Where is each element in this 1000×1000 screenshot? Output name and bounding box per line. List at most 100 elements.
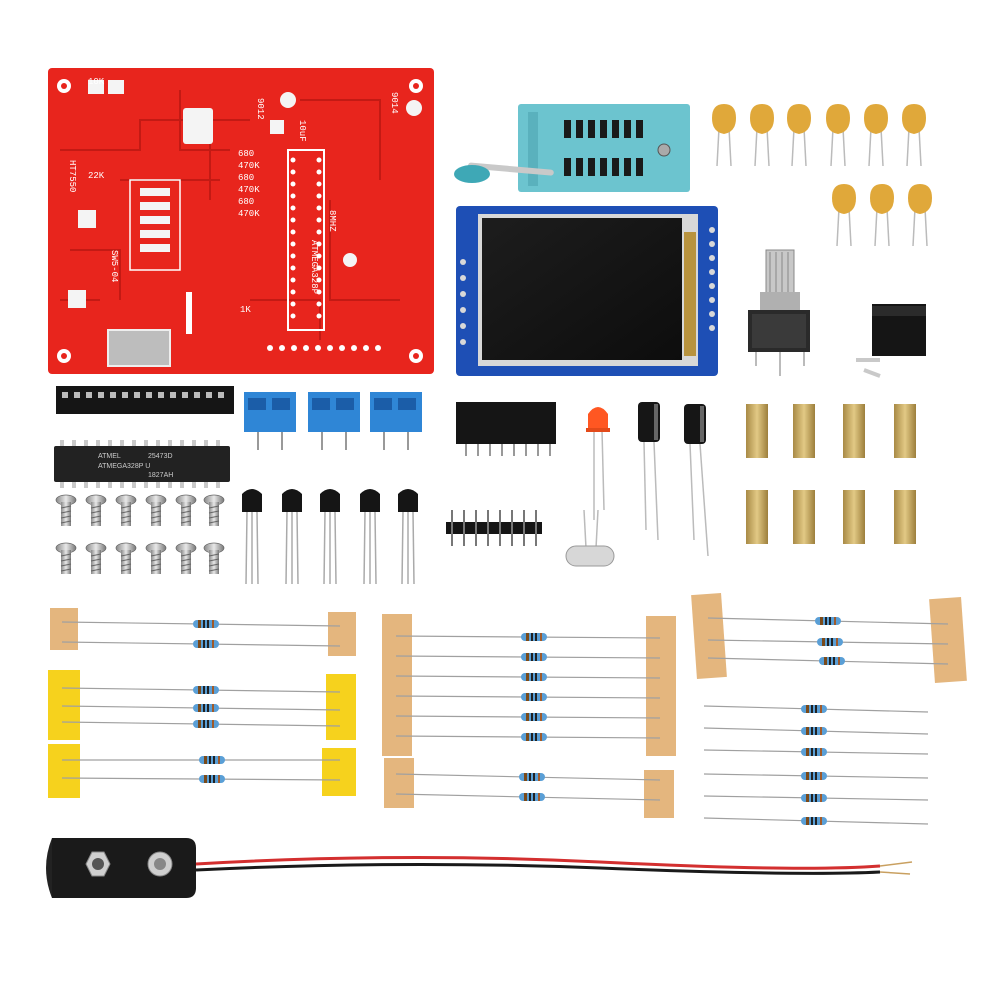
resistor-icon (519, 773, 545, 781)
screws (55, 494, 225, 575)
screw-icon (145, 542, 167, 575)
screw-icon (145, 494, 167, 527)
resistor-icon (521, 733, 547, 741)
battery-clip-icon (46, 838, 913, 898)
resistor-strip-right (691, 593, 967, 825)
pcb-res-label: 470K (238, 185, 260, 195)
standoff-icon (793, 490, 815, 544)
resistor-icon (815, 617, 841, 625)
standoff-icon (843, 490, 865, 544)
screw-icon (85, 494, 107, 527)
electrolytic-capacitors (638, 402, 709, 557)
standoff-icon (793, 404, 815, 458)
resistor-icon (193, 620, 219, 628)
screw-icon (203, 494, 225, 527)
screw-icon (55, 542, 77, 575)
resistor-icon (801, 727, 827, 735)
pcb-board: ATMEGA328P SW5-04 680 470K 680 470K 680 … (48, 68, 434, 374)
resistor-icon (199, 756, 225, 764)
capacitor-icon (864, 104, 888, 167)
pcb-10uf-label: 10uF (297, 120, 307, 142)
screw-icon (175, 542, 197, 575)
female-header (456, 402, 556, 456)
resistor-icon (193, 720, 219, 728)
pcb-resistor-labels: 680 470K 680 470K 680 470K (238, 149, 260, 219)
resistor-icon (801, 748, 827, 756)
pcb-crystal-label: 8MHZ (327, 210, 337, 232)
screw-icon (115, 494, 137, 527)
resistor-icon (801, 705, 827, 713)
pcb-res-label: 680 (238, 197, 254, 207)
standoff-icon (894, 404, 916, 458)
standoff-icon (894, 490, 916, 544)
mcu-brand: ATMEL (98, 453, 121, 460)
resistor-icon (521, 693, 547, 701)
resistor-icon (801, 794, 827, 802)
capacitor-icon (902, 104, 926, 167)
capacitor-icon (908, 184, 932, 247)
rotary-encoder-icon (748, 249, 810, 376)
resistor-icon (519, 793, 545, 801)
tft-display-icon (456, 206, 718, 376)
transistor-icon (242, 489, 262, 585)
resistor-icon (199, 775, 225, 783)
resistor-icon (193, 686, 219, 694)
pcb-1k-label: 1K (240, 305, 251, 315)
capacitor-icon (750, 104, 774, 167)
resistor-icon (193, 640, 219, 648)
transistor-icon (282, 489, 302, 585)
resistor-strip-middle (382, 614, 676, 818)
resistor-icon (521, 673, 547, 681)
pcb-9012-label: 9012 (255, 98, 265, 120)
screw-icon (175, 494, 197, 527)
capacitor-icon (832, 184, 856, 247)
resistor-icon (801, 772, 827, 780)
mcu-code: 1827AH (148, 472, 173, 479)
ic-socket (56, 386, 234, 414)
standoff-icon (843, 404, 865, 458)
pcb-res-label: 470K (238, 161, 260, 171)
standoff-icon (746, 404, 768, 458)
pcb-mcu-label: ATMEGA328P (309, 240, 319, 294)
mcu-date: 25473D (148, 453, 173, 460)
pcb-res-label: 680 (238, 173, 254, 183)
male-header (446, 510, 542, 546)
resistor-icon (801, 817, 827, 825)
capacitor-icon (787, 104, 811, 167)
pcb-22k-label: 22K (88, 171, 105, 181)
screw-icon (85, 542, 107, 575)
capacitor-icon (826, 104, 850, 167)
resistor-icon (193, 704, 219, 712)
screw-icon (55, 494, 77, 527)
brass-standoffs (746, 404, 916, 544)
ceramic-capacitors (712, 104, 932, 247)
transistor-icon (320, 489, 340, 585)
mcu-chip: ATMEL ATMEGA328P U 25473D 1827AH (54, 440, 230, 488)
resistor-icon (819, 657, 845, 665)
resistor-icon (521, 653, 547, 661)
zif-socket-icon (454, 104, 690, 192)
capacitor-icon (712, 104, 736, 167)
transistors (242, 489, 418, 585)
resistor-strip-left (48, 608, 356, 798)
screw-icon (115, 542, 137, 575)
capacitor-icon (870, 184, 894, 247)
resistor-icon (521, 713, 547, 721)
terminal-blocks (244, 392, 422, 450)
crystal-icon (565, 509, 615, 567)
transistor-icon (360, 489, 380, 585)
standoff-icon (746, 490, 768, 544)
resistor-icon (817, 638, 843, 646)
pcb-mcu-footprint (287, 149, 325, 331)
dc-jack-icon (856, 304, 926, 378)
pcb-res-label: 470K (238, 209, 260, 219)
led-icon (586, 407, 610, 520)
pcb-9014-label: 9014 (389, 92, 399, 114)
screw-icon (203, 542, 225, 575)
pcb-switch-label: SW5-04 (109, 250, 119, 282)
mcu-part: ATMEGA328P U (98, 463, 150, 470)
pcb-10k-label: 10K (88, 77, 105, 87)
resistor-icon (521, 633, 547, 641)
transistor-icon (398, 489, 418, 585)
